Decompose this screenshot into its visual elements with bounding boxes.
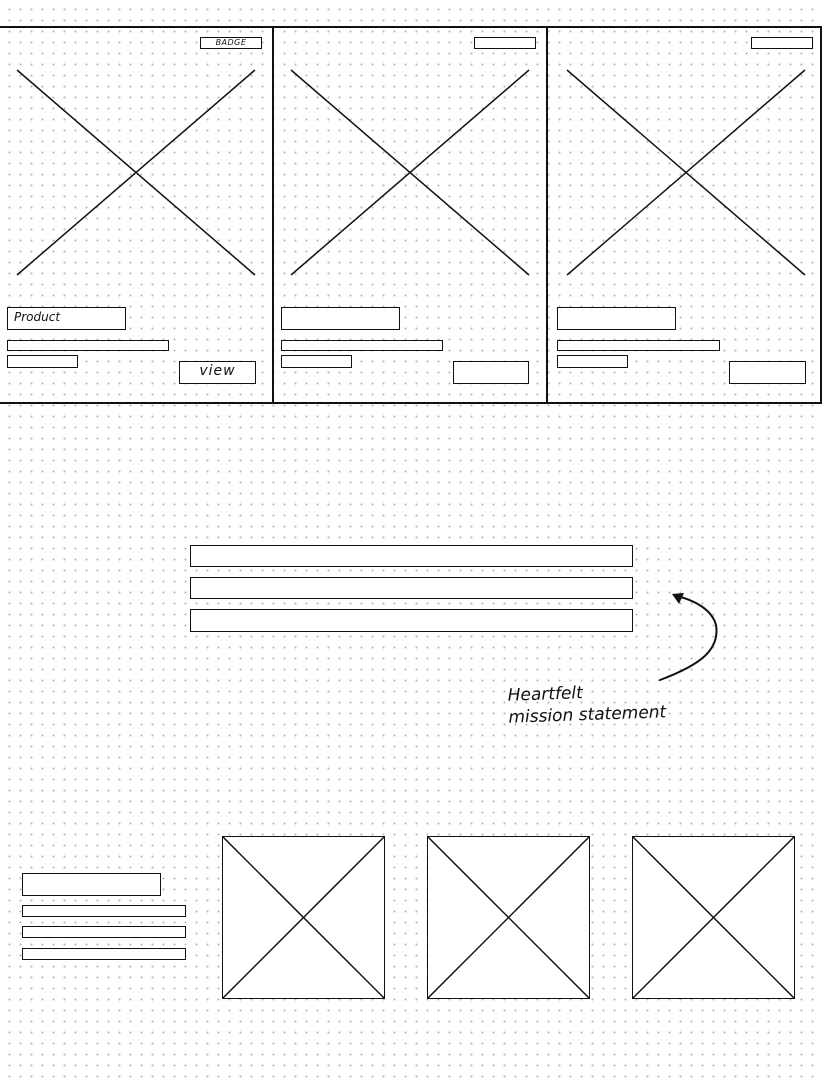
annotation-note: Heartfelt mission statement	[507, 679, 666, 728]
product-title	[281, 307, 400, 330]
gallery-image-placeholder	[427, 836, 590, 999]
card-strip-bottom-border	[0, 402, 822, 404]
product-description-line	[557, 340, 720, 351]
mission-text-line	[190, 609, 633, 632]
card-strip-top-border	[0, 26, 822, 28]
product-badge: BADGE	[200, 37, 262, 49]
product-price-line	[281, 355, 352, 368]
mission-text-line	[190, 577, 633, 599]
product-badge	[474, 37, 536, 49]
product-price-line	[557, 355, 628, 368]
product-badge	[751, 37, 813, 49]
product-image-placeholder	[17, 70, 255, 275]
card-strip-right-border	[820, 26, 822, 404]
product-description-line	[7, 340, 169, 351]
product-title: Product	[7, 307, 126, 330]
view-button[interactable]: view	[179, 361, 256, 384]
gallery-image-placeholder	[222, 836, 385, 999]
section-heading	[22, 873, 161, 896]
product-title	[557, 307, 676, 330]
view-button[interactable]	[729, 361, 806, 384]
section-text-line	[22, 905, 186, 917]
product-image-placeholder	[567, 70, 805, 275]
view-button[interactable]	[453, 361, 529, 384]
card-divider	[546, 26, 548, 404]
product-description-line	[281, 340, 443, 351]
card-divider	[272, 26, 274, 404]
gallery-image-placeholder	[632, 836, 795, 999]
section-text-line	[22, 926, 186, 938]
mission-text-line	[190, 545, 633, 567]
annotation-line-2: mission statement	[508, 702, 667, 728]
product-image-placeholder	[291, 70, 529, 275]
section-text-line	[22, 948, 186, 960]
product-price-line	[7, 355, 78, 368]
